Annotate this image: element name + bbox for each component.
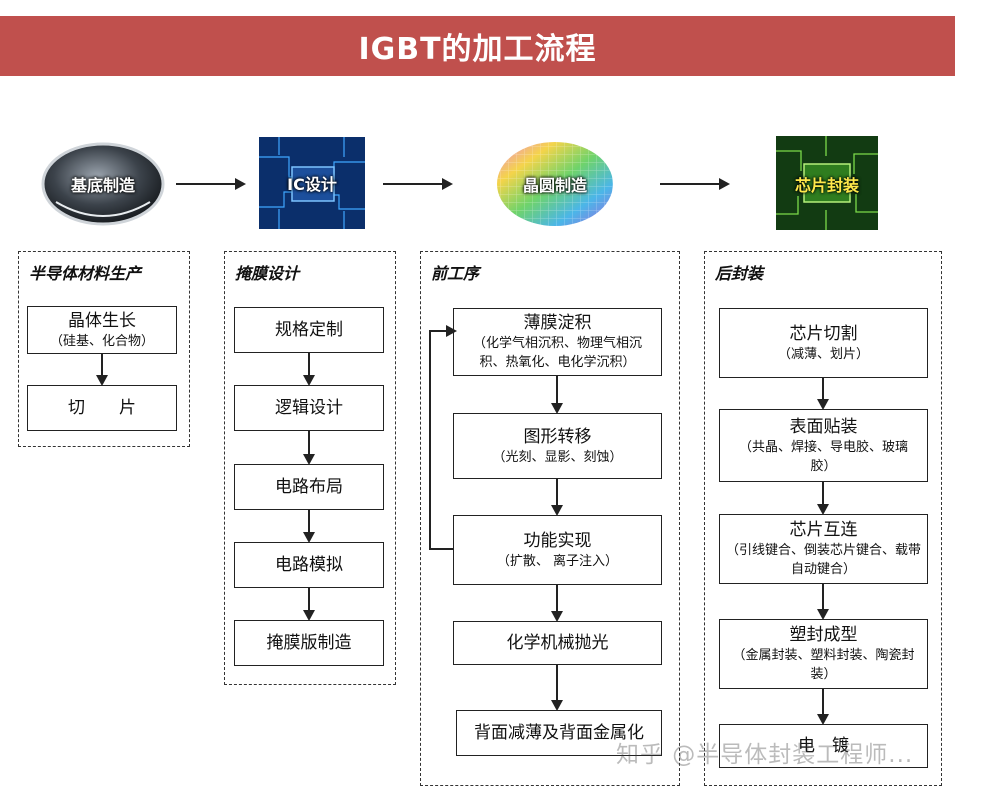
step-die-cutting: 芯片切割 （减薄、划片） — [719, 308, 928, 378]
step-logic-design: 逻辑设计 — [234, 385, 384, 431]
step-main: 电路布局 — [275, 477, 343, 497]
watermark-text: 知乎 @半导体封装工程师... — [616, 742, 914, 768]
flow-arrow — [817, 378, 829, 410]
step-sub: （共晶、焊接、导电胶、玻璃胶） — [738, 439, 908, 474]
step-main: 芯片切割 — [789, 323, 858, 344]
stage-arrow-1 — [176, 178, 246, 190]
circuit-chip-icon: IC设计 — [259, 137, 365, 229]
stage-label-packaging: 芯片封装 — [794, 176, 859, 195]
step-main: 塑封成型 — [789, 625, 858, 645]
flow-arrow — [817, 482, 829, 515]
group-title: 掩膜设计 — [235, 264, 300, 283]
step-main: 表面贴装 — [789, 416, 858, 437]
step-thin-film-deposition: 薄膜淀积 （化学气相沉积、物理气相沉积、热氧化、电化学沉积） — [453, 308, 662, 376]
step-sub: （硅基、化合物） — [49, 333, 154, 349]
flow-arrow — [96, 354, 108, 386]
step-sub: （扩散、 离子注入） — [496, 553, 619, 569]
step-main: 功能实现 — [523, 530, 592, 551]
group-back-end: 后封装 — [704, 251, 942, 786]
rainbow-wafer-icon: 晶圆制造 — [492, 138, 618, 230]
step-crystal-growth: 晶体生长 （硅基、化合物） — [27, 306, 177, 354]
step-sub: （化学气相沉积、物理气相沉积、热氧化、电化学沉积） — [472, 336, 642, 370]
feedback-loop-arrow — [429, 325, 457, 550]
step-sub: （金属封装、塑料封装、陶瓷封装） — [732, 648, 915, 682]
stage-label-wafer-fab: 晶圆制造 — [522, 176, 587, 195]
step-slicing: 切 片 — [27, 385, 177, 431]
flow-arrow — [551, 479, 563, 516]
flow-arrow — [817, 584, 829, 620]
flow-arrow — [303, 510, 315, 543]
group-title: 半导体材料生产 — [29, 264, 142, 283]
step-function-implementation: 功能实现 （扩散、 离子注入） — [453, 515, 662, 585]
flow-arrow — [303, 588, 315, 621]
group-mask-design: 掩膜设计 — [224, 251, 396, 685]
step-plating: 电 镀 — [719, 724, 928, 768]
stage-label-substrate: 基底制造 — [70, 176, 135, 195]
step-spec: 规格定制 — [234, 307, 384, 353]
step-surface-mount: 表面贴装 （共晶、焊接、导电胶、玻璃胶） — [719, 409, 928, 482]
step-mask-making: 掩膜版制造 — [234, 620, 384, 666]
green-chip-icon: 芯片封装 — [776, 136, 878, 230]
step-main: 背面减薄及背面金属化 — [474, 723, 644, 743]
flow-arrow — [817, 689, 829, 725]
step-main: 晶体生长 — [68, 310, 136, 331]
step-main: 芯片互连 — [789, 520, 858, 540]
step-main: 薄膜淀积 — [523, 313, 592, 333]
title-bar: IGBT的加工流程 — [0, 16, 955, 76]
group-front-end: 前工序 — [420, 251, 680, 786]
step-pattern-transfer: 图形转移 （光刻、显影、刻蚀） — [453, 413, 662, 479]
step-main: 逻辑设计 — [275, 398, 343, 418]
group-title: 前工序 — [431, 264, 480, 283]
flow-arrow — [303, 431, 315, 465]
flow-arrow — [551, 665, 563, 711]
step-cmp: 化学机械抛光 — [453, 621, 662, 665]
step-molding: 塑封成型 （金属封装、塑料封装、陶瓷封装） — [719, 619, 928, 689]
flow-arrow — [551, 585, 563, 622]
group-title: 后封装 — [715, 264, 764, 283]
step-backside-thinning: 背面减薄及背面金属化 — [456, 710, 662, 756]
group-material-production: 半导体材料生产 — [18, 251, 190, 447]
step-main: 规格定制 — [275, 320, 343, 340]
step-main: 电 镀 — [798, 736, 849, 756]
wafer-disc-icon: 基底制造 — [38, 132, 168, 232]
step-main: 掩膜版制造 — [266, 633, 352, 653]
step-sub: （光刻、显影、刻蚀） — [492, 449, 623, 465]
page-title: IGBT的加工流程 — [358, 32, 597, 67]
step-sub: （减薄、划片） — [777, 346, 869, 362]
step-main: 图形转移 — [523, 426, 592, 447]
step-layout: 电路布局 — [234, 464, 384, 510]
step-main: 化学机械抛光 — [506, 633, 609, 653]
flow-arrow — [551, 376, 563, 414]
step-main: 切 片 — [68, 398, 136, 418]
flow-arrow — [303, 353, 315, 386]
step-simulation: 电路模拟 — [234, 542, 384, 588]
stage-arrow-2 — [383, 178, 453, 190]
step-sub: （引线键合、倒装芯片键合、载带自动键合） — [726, 543, 922, 577]
stage-arrow-3 — [660, 178, 730, 190]
stage-label-ic-design: IC设计 — [287, 175, 337, 194]
step-main: 电路模拟 — [275, 555, 343, 575]
step-interconnect: 芯片互连 （引线键合、倒装芯片键合、载带自动键合） — [719, 514, 928, 584]
